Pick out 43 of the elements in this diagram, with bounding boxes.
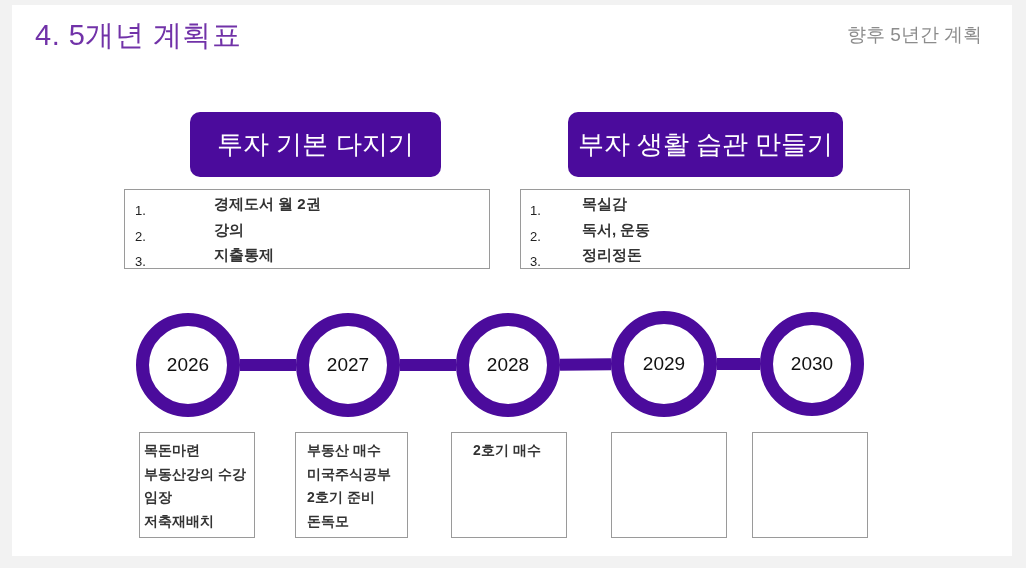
list-number: 1. (135, 203, 146, 218)
list-box (520, 189, 910, 269)
connector-bar (400, 359, 456, 371)
year-label: 2030 (790, 353, 834, 375)
banner-text: 투자 기본 다지기 (217, 128, 414, 161)
list-number: 2. (135, 228, 146, 244)
year-label: 2027 (326, 354, 370, 376)
plan-item: 임장 (144, 489, 172, 507)
plan-item: 돈독모 (307, 512, 349, 531)
list-box (124, 189, 490, 269)
list-number: 3. (135, 254, 146, 269)
heading-banner (190, 112, 441, 177)
list-number: 2. (530, 228, 541, 244)
plan-item: 부동산강의 수강 (144, 465, 246, 484)
page-title: 4. 5개년 계획표 (35, 18, 242, 53)
connector-bar (717, 358, 760, 370)
plan-item: 저축재배치 (144, 512, 214, 531)
heading-banner (568, 112, 843, 177)
connector-bar (240, 359, 296, 371)
list-item: 독서, 운동 (582, 220, 651, 240)
list-number: 3. (530, 254, 541, 269)
plan-box (752, 432, 868, 538)
plan-box (295, 432, 408, 538)
list-item: 지출통제 (214, 246, 274, 265)
plan-box (611, 432, 727, 538)
connector-bar (559, 358, 612, 371)
plan-item: 2호기 준비 (307, 489, 375, 507)
banner-text: 부자 생활 습관 만들기 (577, 128, 834, 161)
list-item: 정리정돈 (582, 246, 642, 265)
plan-box (139, 432, 255, 538)
year-label: 2026 (166, 354, 210, 376)
year-label: 2029 (642, 353, 686, 375)
plan-item: 2호기 매수 (473, 442, 541, 460)
plan-item: 목돈마련 (144, 442, 200, 460)
list-number: 1. (530, 203, 541, 218)
list-item: 경제도서 월 2권 (214, 195, 321, 214)
list-item: 목실감 (582, 195, 627, 214)
list-item: 강의 (214, 220, 244, 240)
header-note: 향후 5년간 계획 (846, 23, 982, 47)
year-label: 2028 (486, 354, 530, 376)
plan-item: 미국주식공부 (307, 465, 391, 484)
plan-item: 부동산 매수 (307, 442, 381, 460)
plan-box (451, 432, 567, 538)
